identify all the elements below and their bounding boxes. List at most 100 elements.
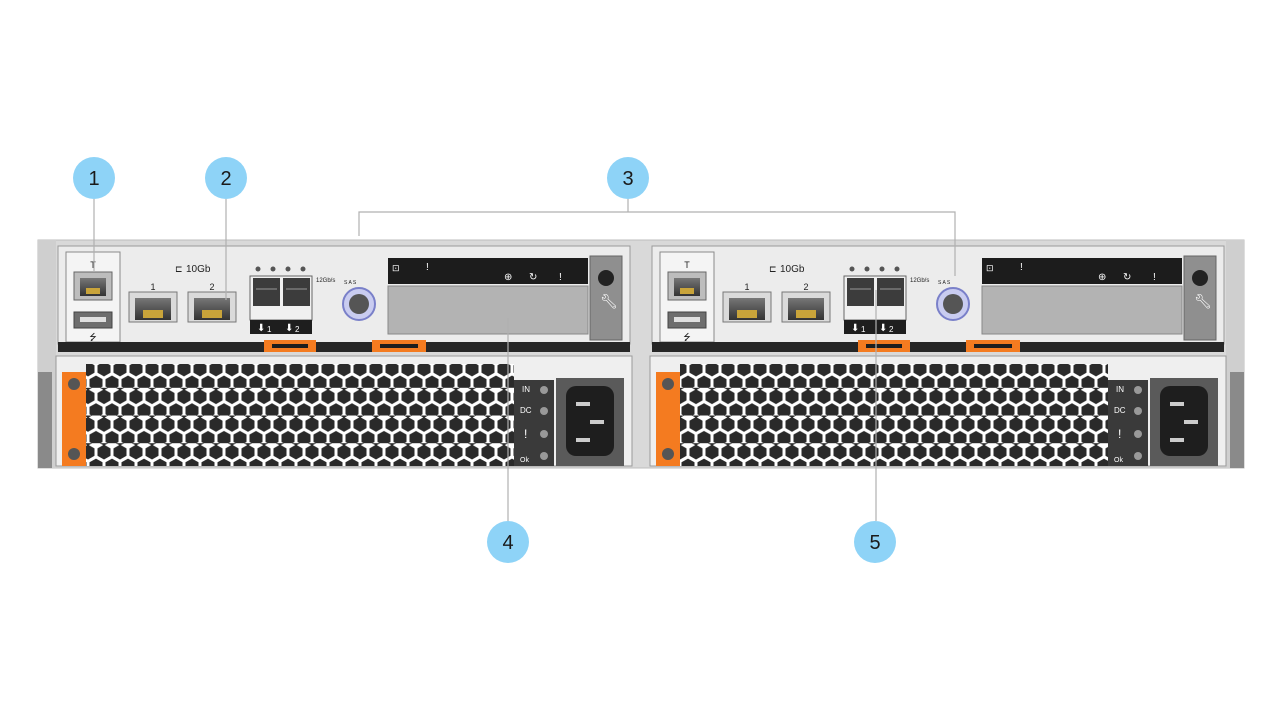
psu-led-fault-label: ! [524,427,527,441]
refresh-icon: ↻ [529,272,537,283]
callout-number: 3 [622,168,633,190]
speed-label: 10Gb [186,264,211,275]
callout-number: 4 [502,532,513,554]
reset-button[interactable] [598,270,614,286]
psu-led-ok-label: Ok [520,457,529,464]
callout-bubble [487,521,529,563]
sas-letters: S A S [938,280,951,286]
sas-arrow-icon: ⬇ [257,323,265,334]
callout-bubble [607,157,649,199]
speed-label: 10Gb [780,264,805,275]
sas-arrow-icon: ⬇ [285,323,293,334]
psu-led [540,430,548,438]
psu-led-panel [514,380,554,466]
callout-bubble [205,157,247,199]
port-1-label: 1 [150,282,155,292]
status-led [300,266,306,272]
sas-arrow-icon: ⬇ [879,323,887,334]
usb-port-tongue [674,317,700,322]
power-icon: ⊕ [504,272,512,283]
power-supply-b: IN DC ! Ok [649,355,1227,467]
psu-led-in-label: IN [522,385,530,394]
callout-5: 5 [854,521,896,563]
thumbscrew-head [349,294,369,314]
psu-led [1134,386,1142,394]
controller-b-details: T ⭍ ⊏ 10Gb 1 2 ⬇ 1 ⬇ 2 12Gb/s S A S [652,251,1224,352]
callout-number: 1 [88,168,99,190]
sas-port-2[interactable] [877,278,904,306]
sas-1-label: 1 [861,325,866,334]
management-port-pins [680,288,694,294]
psu-led [1134,430,1142,438]
callout-4: 4 [487,521,529,563]
host-interface-card-blank [981,285,1183,335]
refresh-icon: ↻ [1123,272,1131,283]
sas-speed-text: 12Gb/s [316,278,335,284]
psu-led-ok-label: Ok [1114,457,1123,464]
callout-number: 2 [220,168,231,190]
controller-bottom-strip [58,342,630,352]
callout-2: 2 [205,157,247,199]
management-port-pins [86,288,100,294]
controller-bottom-strip [652,342,1224,352]
port-1-label: 1 [744,282,749,292]
status-led [864,266,870,272]
sas-port-1[interactable] [847,278,874,306]
battery-icon: ⊡ [392,263,400,273]
sas-port-2[interactable] [283,278,310,306]
fault-icon: ! [1020,262,1023,273]
psu-led-fault-label: ! [1118,427,1121,441]
usb-port-tongue [80,317,106,322]
sas-letters: S A S [344,280,357,286]
status-led [849,266,855,272]
ethernet-pins-2 [796,310,816,318]
callout-number: 5 [869,532,880,554]
callout-bubble [73,157,115,199]
psu-fan-grille [680,364,1108,466]
psu-led [1134,452,1142,460]
callout-bubble [854,521,896,563]
wrench-icon: 🔧︎ [1194,293,1212,309]
host-interface-card-blank [387,285,589,335]
status-led [255,266,261,272]
sas-arrow-icon: ⬇ [851,323,859,334]
sas-2-label: 2 [889,325,894,334]
usb-icon: ⭍ [683,332,691,342]
sas-1-label: 1 [267,325,272,334]
chassis-left-rail [38,372,52,468]
psu-led [540,452,548,460]
psu-led [540,386,548,394]
psu-fan-grille [86,364,514,466]
wrench-icon: 🔧︎ [600,293,618,309]
sas-port-1[interactable] [253,278,280,306]
reset-button[interactable] [1192,270,1208,286]
controller-status-bar [982,258,1182,284]
status-led [285,266,291,272]
thumbscrew-head [943,294,963,314]
ethernet-icon: ⊏ [769,264,777,274]
controller-status-bar [388,258,588,284]
port-2-label: 2 [803,282,808,292]
ethernet-pins-1 [143,310,163,318]
psu-led [540,407,548,415]
sas-label-strip [844,320,906,334]
mgmt-port-label: T [684,260,690,270]
psu-led-in-label: IN [1116,385,1124,394]
psu-screw [662,448,674,460]
psu-screw [662,378,674,390]
sas-2-label: 2 [295,325,300,334]
usb-icon: ⭍ [89,332,97,342]
attention-icon: ! [559,272,562,283]
psu-led-dc-label: DC [1114,406,1126,415]
port-2-label: 2 [209,282,214,292]
leader-bracket-3 [358,211,956,276]
ethernet-pins-2 [202,310,222,318]
psu-screw [68,378,80,390]
ethernet-icon: ⊏ [175,264,183,274]
psu-led-panel [1108,380,1148,466]
chassis-right-rail [1230,372,1244,468]
callout-3: 3 [607,157,649,199]
power-supply-a: IN DC ! Ok [55,355,633,467]
sas-speed-text: 12Gb/s [910,278,929,284]
